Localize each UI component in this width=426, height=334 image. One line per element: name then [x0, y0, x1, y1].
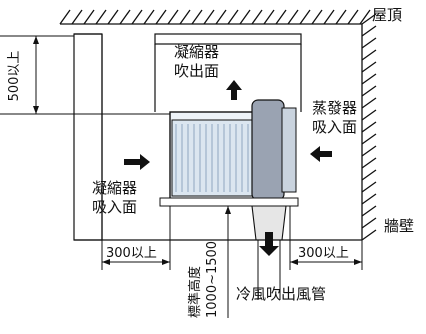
- hatch-line: [299, 9, 311, 25]
- hatch-line: [361, 13, 377, 25]
- hatch-line: [361, 145, 377, 157]
- condenser-intake-label-2: 吸入面: [92, 198, 137, 216]
- hatch-line: [361, 157, 377, 169]
- hatch-line: [361, 181, 377, 193]
- hatch-line: [361, 121, 377, 133]
- hatch-line: [191, 9, 203, 25]
- right-clearance-label: 300以上: [298, 246, 349, 261]
- hatch-line: [119, 9, 131, 25]
- hatch-line: [59, 9, 71, 25]
- upper-enclosure: [154, 33, 302, 112]
- evaporator-intake-label-2: 吸入面: [312, 118, 357, 136]
- hatch-line: [95, 9, 107, 25]
- cold-air-duct-label: 冷風吹出風管: [236, 285, 326, 303]
- hatch-line: [167, 9, 179, 25]
- hatch-line: [251, 9, 263, 25]
- hatch-line: [361, 49, 377, 61]
- hatch-line: [215, 9, 227, 25]
- hatch-line: [311, 9, 323, 25]
- hatch-line: [361, 85, 377, 97]
- hatch-line: [203, 9, 215, 25]
- top-clearance-dimension: 500以上: [0, 35, 74, 115]
- evaporator-intake-arrow: [310, 146, 332, 162]
- hatch-line: [131, 9, 143, 25]
- hatch-line: [361, 193, 377, 205]
- hatch-line: [323, 9, 335, 25]
- hatch-line: [361, 205, 377, 217]
- wall-label: 牆壁: [384, 217, 414, 235]
- hatch-line: [361, 133, 377, 145]
- hatch-line: [361, 25, 377, 37]
- condenser-outlet-label-2: 吹出面: [174, 62, 219, 80]
- hatch-line: [143, 9, 155, 25]
- hatch-line: [359, 9, 371, 25]
- evaporator-intake-label-1: 蒸發器: [312, 99, 357, 117]
- hatch-line: [239, 9, 251, 25]
- hatch-line: [83, 9, 95, 25]
- right-clearance-dimension: [289, 206, 363, 270]
- hatch-line: [263, 9, 275, 25]
- hatch-line: [361, 61, 377, 73]
- hatch-line: [361, 169, 377, 181]
- hatch-line: [361, 37, 377, 49]
- roof-label: 屋頂: [372, 6, 402, 24]
- left-clearance-label: 300以上: [106, 246, 157, 261]
- hatch-line: [347, 9, 359, 25]
- hatch-line: [227, 9, 239, 25]
- standard-height-label-1: 標準高度: [187, 266, 203, 318]
- hatch-line: [361, 73, 377, 85]
- ceiling-hatching: [59, 9, 371, 25]
- cold-air-arrow: [259, 232, 279, 256]
- hatch-line: [361, 109, 377, 121]
- cold-air-duct: [251, 205, 287, 300]
- condenser-outlet-label-1: 凝縮器: [174, 43, 219, 61]
- hatch-line: [155, 9, 167, 25]
- hatch-line: [107, 9, 119, 25]
- hatch-line: [361, 217, 377, 229]
- left-clearance-dimension: [101, 206, 171, 270]
- hatch-line: [361, 229, 377, 241]
- condenser-intake-arrow: [124, 154, 150, 170]
- hatch-line: [361, 97, 377, 109]
- hatch-line: [335, 9, 347, 25]
- standard-height-dimension: [225, 206, 231, 318]
- condenser-intake-label-1: 凝縮器: [92, 179, 137, 197]
- standard-height-label-2: 1000~1500: [205, 241, 220, 318]
- ac-unit: [159, 99, 299, 207]
- hatch-line: [179, 9, 191, 25]
- right-wall-hatching: [361, 13, 377, 241]
- hatch-line: [71, 9, 83, 25]
- top-clearance-label: 500以上: [7, 51, 22, 102]
- hatch-line: [275, 9, 287, 25]
- hatch-line: [287, 9, 299, 25]
- condenser-outlet-arrow: [226, 80, 242, 100]
